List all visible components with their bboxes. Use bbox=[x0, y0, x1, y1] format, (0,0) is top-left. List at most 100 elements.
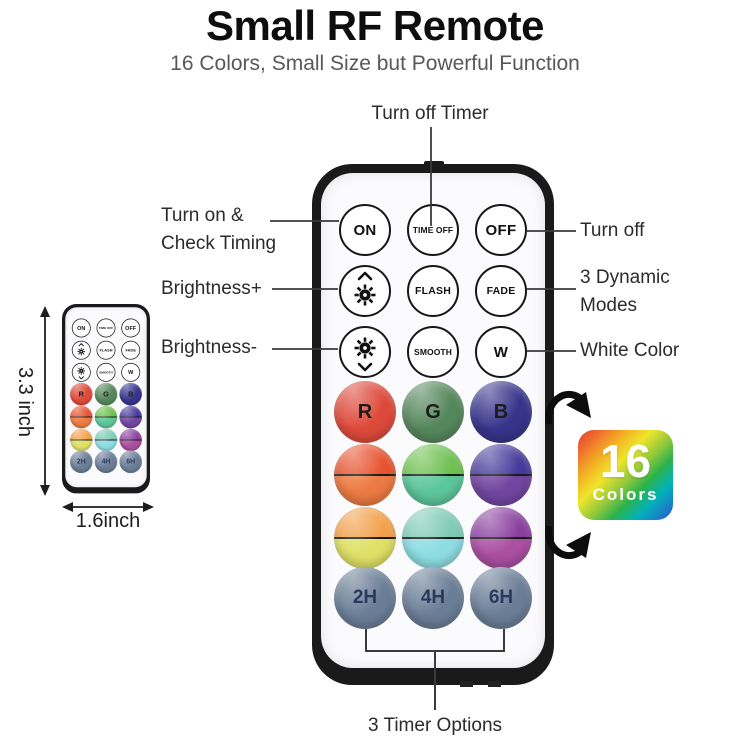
brightness-down-button bbox=[71, 362, 91, 382]
color-button-indigo-purple[interactable] bbox=[470, 444, 532, 506]
remote-bottom-tab bbox=[488, 681, 501, 687]
off-button-label: OFF bbox=[485, 221, 517, 239]
timer-6h-button-label: 6H bbox=[488, 587, 514, 608]
timer-2h-button-label: 2H bbox=[76, 457, 86, 466]
timer-4h-button: 4H bbox=[94, 450, 118, 474]
turn-on-label-line2: Check Timing bbox=[161, 233, 277, 254]
flash-button-label: FLASH bbox=[415, 285, 451, 297]
on-button-label: ON bbox=[77, 324, 86, 332]
fade-button-label: FADE bbox=[486, 285, 516, 297]
green-button-label: G bbox=[425, 400, 441, 423]
timer-4h-button-label: 4H bbox=[420, 587, 446, 608]
remote-button-row bbox=[65, 428, 146, 452]
time-off-button[interactable]: TIME OFF bbox=[407, 204, 459, 256]
timer-6h-button-label: 6H bbox=[126, 457, 136, 466]
blue-button-label: B bbox=[128, 389, 134, 398]
time-off-button-label: TIME OFF bbox=[412, 225, 454, 235]
white-button-label: W bbox=[493, 343, 509, 361]
color-button-green-mint bbox=[94, 405, 118, 429]
smooth-button-label: SMOOTH bbox=[99, 370, 113, 375]
blue-button[interactable]: B bbox=[470, 381, 532, 443]
timer-options-label: 3 Timer Options bbox=[367, 715, 503, 736]
brightness-up-button[interactable] bbox=[339, 265, 391, 317]
flash-button[interactable]: FLASH bbox=[407, 265, 459, 317]
brightness-down-icon bbox=[354, 337, 376, 372]
blue-button: B bbox=[119, 382, 142, 406]
timer-4h-button[interactable]: 4H bbox=[402, 567, 464, 629]
cycle-arrow-top bbox=[545, 391, 591, 425]
off-button[interactable]: OFF bbox=[475, 204, 527, 256]
on-button-label: ON bbox=[353, 221, 377, 239]
remote-button-row: 2H 4H 6H bbox=[321, 567, 545, 629]
fade-button-label: FADE bbox=[125, 347, 136, 353]
remote-button-row bbox=[321, 444, 545, 506]
brightness-down-icon bbox=[77, 367, 86, 380]
timer-4h-button-label: 4H bbox=[101, 457, 111, 466]
sixteen-colors-badge: 16 Colors bbox=[578, 430, 673, 520]
fade-button: FADE bbox=[121, 340, 141, 360]
color-button-red-orange bbox=[69, 405, 93, 429]
color-button-red-orange[interactable] bbox=[334, 444, 396, 506]
green-button[interactable]: G bbox=[402, 381, 464, 443]
remote-button-row bbox=[321, 507, 545, 569]
dynamic-modes-label-line2: Modes bbox=[580, 295, 638, 316]
color-button-violet-magenta bbox=[119, 428, 142, 452]
white-button-label: W bbox=[128, 369, 134, 376]
smooth-button[interactable]: SMOOTH bbox=[407, 326, 459, 378]
turn-off-label: Turn off bbox=[580, 220, 645, 241]
turn-on-label-line1: Turn on & bbox=[161, 205, 244, 226]
flash-button: FLASH bbox=[96, 340, 116, 360]
page-subtitle: 16 Colors, Small Size but Powerful Funct… bbox=[170, 52, 580, 75]
timer-6h-button: 6H bbox=[119, 450, 142, 474]
dynamic-modes-label-line1: 3 Dynamic bbox=[580, 267, 670, 288]
remote-small-container: ON TIME OFF OFF FLASH FADE SMOOTH W R G B 2H 4H 6H bbox=[62, 304, 151, 494]
white-button[interactable]: W bbox=[475, 326, 527, 378]
remote-button-row: FLASH FADE bbox=[65, 340, 146, 360]
flash-button-label: FLASH bbox=[99, 347, 113, 353]
timer-6h-button[interactable]: 6H bbox=[470, 567, 532, 629]
turn-off-timer-label: Turn off Timer bbox=[371, 103, 489, 124]
color-button-violet-magenta[interactable] bbox=[470, 507, 532, 569]
dynamic-modes-label: 3 Dynamic Modes bbox=[580, 264, 670, 320]
time-off-button: TIME OFF bbox=[96, 318, 116, 338]
on-button: ON bbox=[71, 318, 91, 338]
brightness-up-button bbox=[71, 340, 91, 360]
brightness-minus-label: Brightness- bbox=[161, 337, 258, 358]
fade-button[interactable]: FADE bbox=[475, 265, 527, 317]
remote-large: ON TIME OFF OFF FLASH FADE SMOOTH W R G B 2H 4H 6H bbox=[312, 161, 554, 687]
remote-button-row: FLASH FADE bbox=[321, 265, 545, 317]
white-color-label: White Color bbox=[580, 340, 680, 361]
timer-2h-button: 2H bbox=[69, 450, 93, 474]
on-button[interactable]: ON bbox=[339, 204, 391, 256]
brightness-down-button[interactable] bbox=[339, 326, 391, 378]
blue-button-label: B bbox=[493, 400, 509, 423]
remote-button-row bbox=[65, 405, 146, 429]
color-button-teal-cyan[interactable] bbox=[402, 507, 464, 569]
color-button-green-mint[interactable] bbox=[402, 444, 464, 506]
green-button-label: G bbox=[103, 389, 109, 398]
remote-button-row: ON TIME OFF OFF bbox=[321, 204, 545, 256]
brightness-plus-label: Brightness+ bbox=[161, 278, 262, 299]
time-off-button-label: TIME OFF bbox=[98, 326, 114, 330]
turn-on-label: Turn on & Check Timing bbox=[161, 202, 276, 258]
height-dimension-arrow bbox=[40, 306, 50, 496]
white-button: W bbox=[121, 362, 141, 382]
timer-2h-button[interactable]: 2H bbox=[334, 567, 396, 629]
remote-button-row: SMOOTH W bbox=[321, 326, 545, 378]
remote-small: ON TIME OFF OFF FLASH FADE SMOOTH W R G B 2H 4H 6H bbox=[62, 304, 150, 494]
smooth-button-label: SMOOTH bbox=[414, 347, 452, 357]
badge-label: Colors bbox=[592, 485, 659, 504]
red-button: R bbox=[69, 382, 93, 406]
remote-button-row: 2H 4H 6H bbox=[65, 450, 146, 474]
color-button-orange-yellow[interactable] bbox=[334, 507, 396, 569]
smooth-button: SMOOTH bbox=[96, 362, 116, 382]
red-button[interactable]: R bbox=[334, 381, 396, 443]
green-button: G bbox=[94, 382, 118, 406]
color-button-teal-cyan bbox=[94, 428, 118, 452]
width-dimension-label: 1.6inch bbox=[75, 510, 141, 532]
brightness-up-icon bbox=[77, 343, 86, 356]
off-button-label: OFF bbox=[125, 324, 137, 332]
